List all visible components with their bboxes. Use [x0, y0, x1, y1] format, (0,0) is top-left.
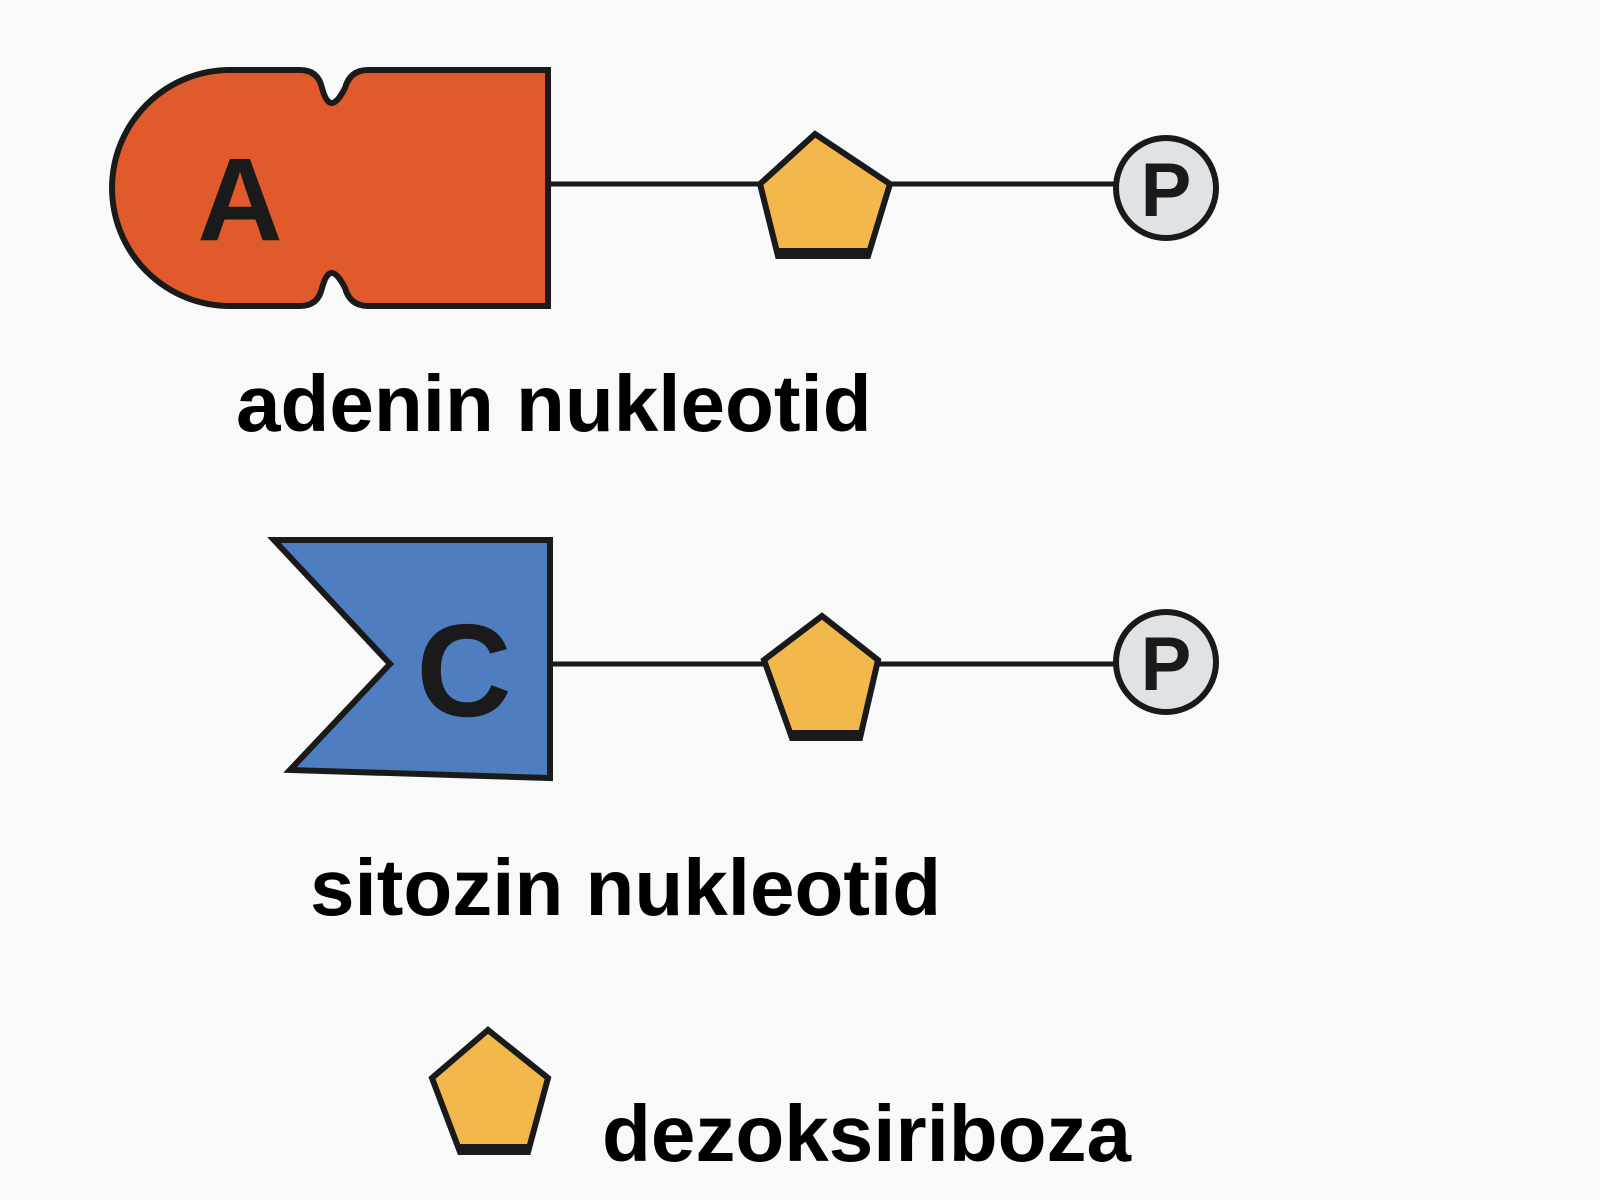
adenine-phosphate-circle	[1113, 135, 1219, 241]
cytosine-nucleotide-label: sitozin nukleotid	[310, 843, 942, 932]
legend-sugar-pentagon	[428, 1026, 552, 1155]
cytosine-nucleotide: C P	[267, 537, 1219, 782]
adenine-base-letter: A	[197, 134, 282, 266]
cytosine-phosphate-letter: P	[1141, 622, 1192, 707]
cytosine-base-shape	[267, 537, 553, 782]
legend-sugar	[428, 1026, 552, 1155]
adenine-nucleotide: A P	[109, 67, 1219, 309]
cytosine-base-letter: C	[416, 597, 511, 744]
cytosine-phosphate-circle	[1113, 609, 1219, 715]
adenine-base-shape	[109, 67, 551, 309]
adenine-phosphate-letter: P	[1141, 148, 1192, 233]
cytosine-sugar-pentagon	[760, 612, 882, 741]
adenine-nucleotide-label: adenin nukleotid	[236, 359, 872, 448]
adenine-sugar-pentagon	[756, 130, 894, 259]
legend-sugar-label: dezoksiriboza	[602, 1089, 1132, 1178]
